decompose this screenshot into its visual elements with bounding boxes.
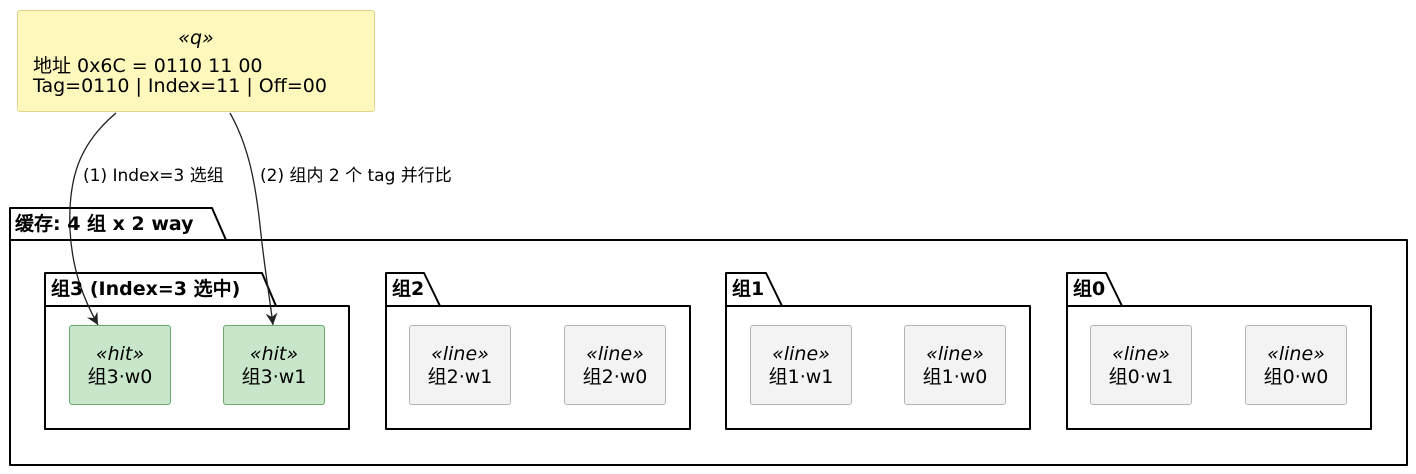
address-note: «q» 地址 0x6C = 0110 11 00 Tag=0110 | Inde…: [17, 10, 375, 112]
line-name: 组2·w1: [427, 366, 493, 388]
set-package-frame-3: [44, 272, 350, 430]
cache-line-set2-w1: «line» 组2·w1: [409, 325, 511, 405]
line-stereotype: «hit»: [95, 343, 145, 365]
line-stereotype: «line»: [772, 343, 830, 365]
line-name: 组1·w1: [768, 366, 834, 388]
line-name: 组1·w0: [922, 366, 988, 388]
line-name: 组2·w0: [582, 366, 648, 388]
set-2-title: 组2: [392, 278, 425, 300]
note-address-line: 地址 0x6C = 0110 11 00: [33, 55, 263, 77]
cache-line-set3-w0: «hit» 组3·w0: [69, 325, 171, 405]
line-name: 组0·w1: [1108, 366, 1174, 388]
edge-label-index-select: (1) Index=3 选组: [83, 166, 224, 186]
line-stereotype: «line»: [586, 343, 644, 365]
note-fields-line: Tag=0110 | Index=11 | Off=00: [33, 75, 327, 97]
set-package-frame-0: [1066, 272, 1372, 430]
set-package-frame-1: [725, 272, 1031, 430]
set-package-frame-2: [385, 272, 691, 430]
set-1-title: 组1: [732, 278, 765, 300]
cache-line-set1-w1: «line» 组1·w1: [750, 325, 852, 405]
set-0-title: 组0: [1073, 278, 1106, 300]
line-name: 组3·w1: [241, 366, 307, 388]
cache-line-set0-w0: «line» 组0·w0: [1245, 325, 1347, 405]
line-stereotype: «hit»: [249, 343, 299, 365]
line-stereotype: «line»: [926, 343, 984, 365]
line-stereotype: «line»: [1112, 343, 1170, 365]
cache-package-frame: [9, 207, 1408, 466]
line-name: 组0·w0: [1263, 366, 1329, 388]
line-stereotype: «line»: [431, 343, 489, 365]
edge-index-select: [69, 112, 117, 326]
cache-line-set1-w0: «line» 组1·w0: [904, 325, 1006, 405]
set-3-title: 组3 (Index=3 选中): [51, 278, 241, 300]
cache-line-set2-w0: «line» 组2·w0: [564, 325, 666, 405]
line-stereotype: «line»: [1267, 343, 1325, 365]
note-stereotype: «q»: [178, 27, 214, 49]
line-name: 组3·w0: [87, 366, 153, 388]
cache-line-set0-w1: «line» 组0·w1: [1090, 325, 1192, 405]
edge-tag-compare: [229, 112, 278, 326]
cache-package-title: 缓存: 4 组 x 2 way: [15, 213, 194, 235]
cache-line-set3-w1: «hit» 组3·w1: [223, 325, 325, 405]
edge-label-tag-compare: (2) 组内 2 个 tag 并行比: [260, 166, 452, 186]
